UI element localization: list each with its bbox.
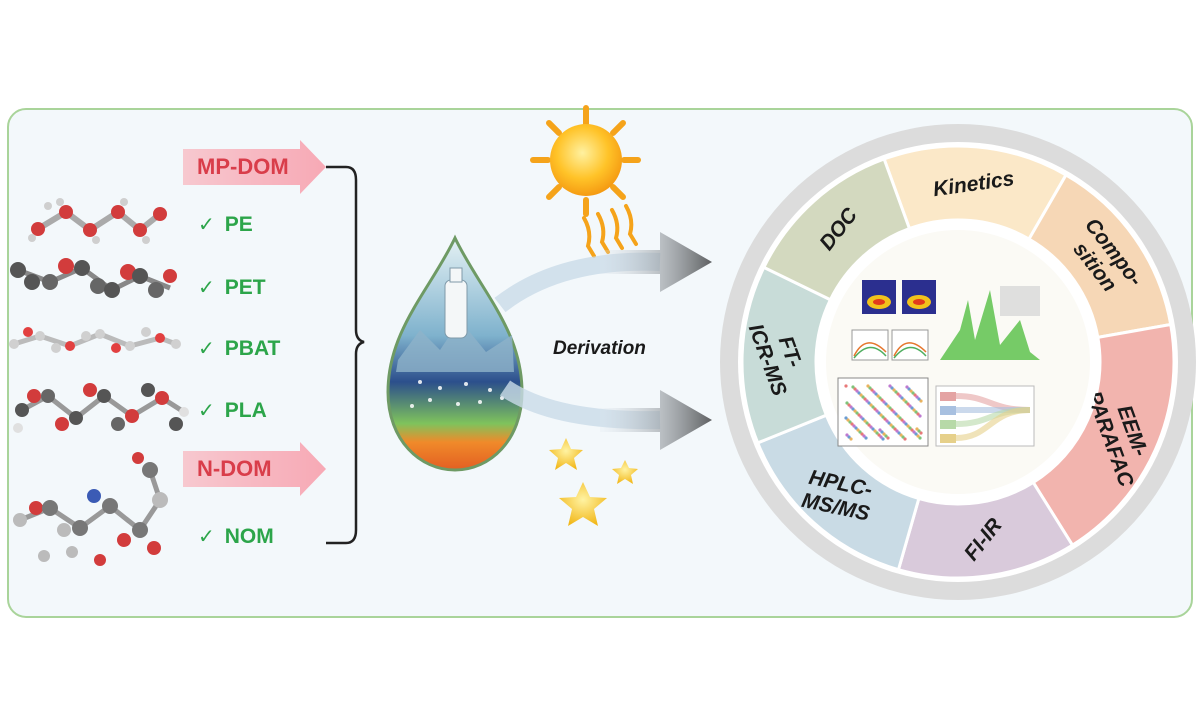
polymer-label: PBAT (224, 336, 281, 360)
center-plots-bg (826, 230, 1090, 494)
grouping-bracket (326, 165, 365, 545)
water-drop-icon (386, 234, 524, 472)
n-dom-label: N-DOM (197, 456, 272, 481)
sun-icon (530, 105, 641, 258)
star-icon (549, 438, 583, 470)
check-icon: ✓ (198, 400, 215, 422)
polymer-label: PET (224, 275, 266, 299)
natural-label: NOM (224, 524, 274, 548)
check-icon: ✓ (198, 526, 215, 548)
nom-molecule-icon (13, 452, 168, 566)
pla-molecule-icon (13, 383, 189, 433)
polymer-item-pla: ✓ PLA (198, 398, 267, 423)
star-icon (559, 482, 607, 526)
polymer-label: PLA (224, 398, 267, 422)
lower-derivation-arrow (499, 380, 712, 450)
check-icon: ✓ (198, 277, 215, 299)
mp-dom-tag (183, 140, 326, 194)
pbat-molecule-icon (9, 327, 181, 353)
upper-derivation-arrow (494, 232, 712, 313)
check-icon: ✓ (198, 214, 215, 236)
characterization-wheel: KineticsCompo-sitionEEM-PARAFACFI-IRHPLC… (720, 124, 1196, 600)
mini-plots-icon (837, 280, 1040, 447)
polymer-item-pbat: ✓ PBAT (198, 336, 280, 361)
pe-molecule-icon (28, 198, 167, 244)
n-dom-tag (183, 442, 326, 496)
natural-item-nom: ✓ NOM (198, 524, 274, 549)
bottle-icon (444, 267, 468, 339)
pet-molecule-icon (10, 258, 177, 298)
wheel-segment (761, 157, 912, 302)
polymer-item-pet: ✓ PET (198, 275, 266, 300)
mp-dom-label: MP-DOM (197, 154, 289, 179)
polymer-item-pe: ✓ PE (198, 212, 253, 237)
derivation-label: Derivation (553, 338, 646, 359)
check-icon: ✓ (198, 338, 215, 360)
star-icon (612, 460, 638, 484)
polymer-label: PE (224, 212, 253, 236)
